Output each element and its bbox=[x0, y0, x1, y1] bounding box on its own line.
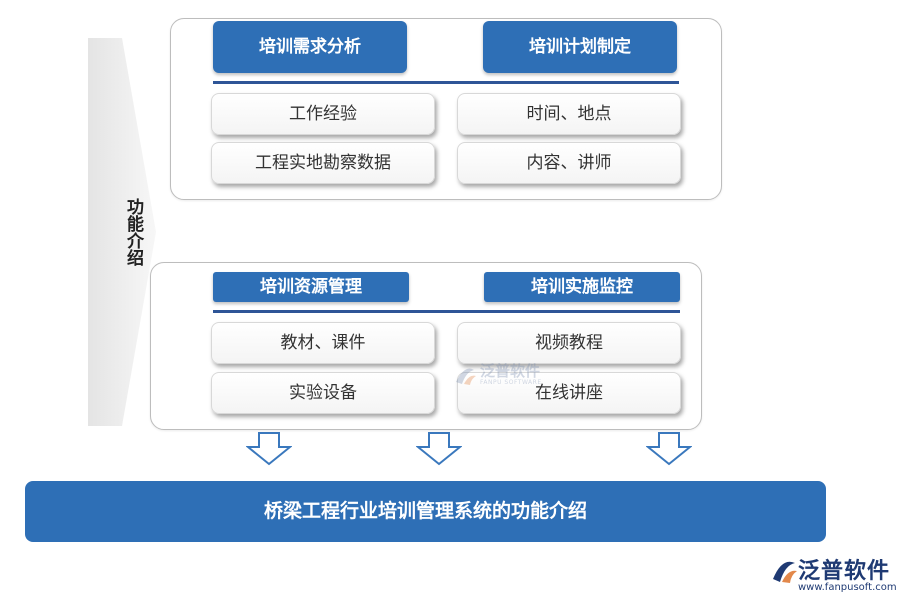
chevron-shape-icon bbox=[88, 38, 156, 426]
panel-needs-planning: 培训需求分析 培训计划制定 工作经验 时间、地点 工程实地勘察数据 内容、讲师 bbox=[170, 18, 722, 200]
fanpu-logo-icon bbox=[773, 561, 797, 583]
watermark: 泛普软件 FANPU SOFTWARE bbox=[452, 360, 572, 390]
item-video-tutorials: 视频教程 bbox=[457, 322, 681, 364]
heading-training-needs-analysis: 培训需求分析 bbox=[213, 21, 407, 73]
watermark-brand: 泛普软件 bbox=[480, 362, 541, 380]
side-chevron: 功能介绍 bbox=[88, 38, 158, 426]
heading-training-monitoring: 培训实施监控 bbox=[484, 272, 680, 302]
heading-training-plan: 培训计划制定 bbox=[483, 21, 677, 73]
divider bbox=[213, 310, 680, 313]
fanpu-logo-icon bbox=[456, 368, 476, 385]
logo-brand: 泛普软件 bbox=[798, 559, 891, 584]
fanpu-logo: 泛普软件 www.fanpusoft.com bbox=[770, 553, 897, 598]
item-work-experience: 工作经验 bbox=[211, 93, 435, 135]
item-time-location: 时间、地点 bbox=[457, 93, 681, 135]
down-arrow-icon bbox=[646, 432, 692, 466]
divider bbox=[213, 81, 679, 84]
panel-resources-monitoring: 培训资源管理 培训实施监控 教材、课件 视频教程 实验设备 在线讲座 bbox=[150, 262, 702, 430]
item-site-survey-data: 工程实地勘察数据 bbox=[211, 142, 435, 184]
item-lab-equipment: 实验设备 bbox=[211, 372, 435, 414]
item-content-lecturer: 内容、讲师 bbox=[457, 142, 681, 184]
heading-training-resources: 培训资源管理 bbox=[213, 272, 409, 302]
footer-title: 桥梁工程行业培训管理系统的功能介绍 bbox=[25, 481, 826, 542]
watermark-sub: FANPU SOFTWARE bbox=[480, 379, 542, 386]
side-label: 功能介绍 bbox=[123, 198, 143, 266]
item-online-lectures: 在线讲座 bbox=[457, 372, 681, 414]
down-arrow-icon bbox=[246, 432, 292, 466]
logo-url: www.fanpusoft.com bbox=[798, 582, 897, 593]
item-materials-courseware: 教材、课件 bbox=[211, 322, 435, 364]
down-arrow-icon bbox=[416, 432, 462, 466]
